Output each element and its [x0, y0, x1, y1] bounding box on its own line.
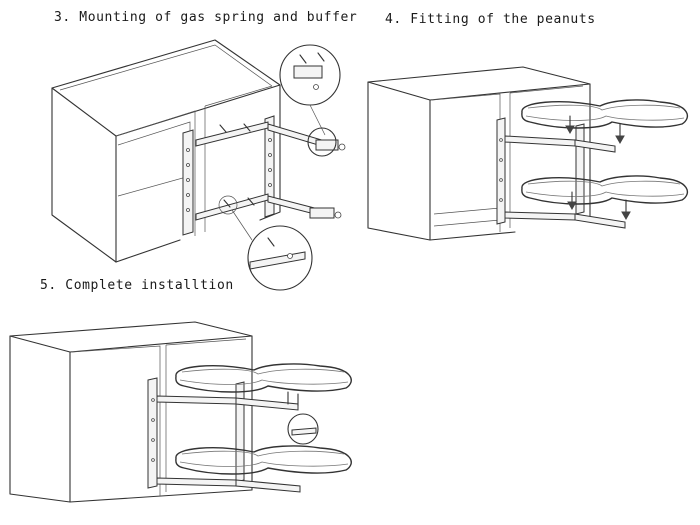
step-3-title: 3. Mounting of gas spring and buffer: [54, 10, 358, 25]
peanut-tray-upper-step-5: [175, 363, 352, 393]
detail-callout-step-5: [287, 413, 319, 445]
step-3-illustration: [51, 39, 346, 291]
mounting-post-step-5: [147, 377, 245, 489]
step-5-illustration: [9, 321, 352, 503]
step-5-title: 5. Complete installtion: [40, 278, 234, 293]
screws-step-3: [219, 123, 255, 208]
detail-callout-right: [307, 127, 337, 157]
arm-lower-step-4: [504, 211, 626, 229]
cabinet-step-3: [51, 39, 281, 263]
peanut-tray-lower-step-4: [521, 175, 689, 205]
mounting-post-step-3: [182, 115, 275, 236]
step-4-illustration: [367, 66, 689, 241]
gas-spring-upper: [195, 121, 346, 151]
detail-callout-top: [279, 44, 341, 136]
step-4-title: 4. Fitting of the peanuts: [385, 12, 596, 27]
arm-upper-step-4: [504, 135, 616, 153]
detail-callout-bottom: [218, 195, 313, 291]
peanut-tray-upper-step-4: [521, 99, 689, 129]
cabinet-step-5: [9, 321, 253, 503]
arms-step-5: [156, 391, 301, 493]
down-arrows-step-4: [565, 115, 631, 221]
peanut-tray-lower-step-5: [175, 445, 352, 475]
